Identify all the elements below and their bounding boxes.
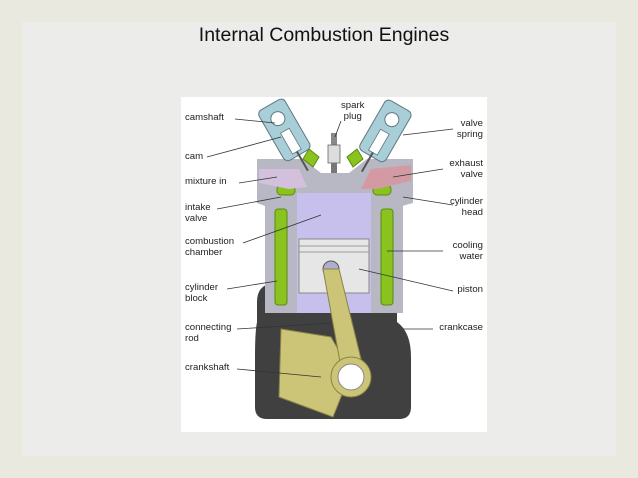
label-valve-spring: valve spring [456, 118, 483, 140]
connecting-rod-shape [322, 268, 362, 368]
cooling-arc-left [302, 148, 320, 168]
intake-port [259, 169, 307, 189]
label-crankcase: crankcase [439, 322, 483, 333]
label-piston: piston [457, 284, 483, 295]
slide-title: Internal Combustion Engines [198, 24, 450, 46]
exhaust-valve-housing [359, 99, 412, 173]
spark-plug-shape [327, 133, 341, 173]
label-cylinder-head: cylinder head [449, 196, 483, 218]
label-combustion-chamber: combustion chamber [185, 236, 235, 258]
label-mixture-in: mixture in [185, 176, 227, 187]
intake-valve-housing [258, 98, 311, 172]
engine-diagram: camshaft spark plug valve spring cam exh… [181, 97, 487, 432]
cooling-jacket-left [274, 208, 288, 306]
label-crankshaft: crankshaft [185, 362, 230, 373]
engine-drawing [206, 98, 454, 419]
label-camshaft: camshaft [185, 112, 224, 123]
exhaust-port [361, 165, 411, 189]
cooling-jacket-right [380, 208, 394, 306]
leader-lines [206, 118, 454, 378]
label-exhaust-valve: exhaust valve [449, 158, 483, 180]
label-connecting-rod: connecting rod [185, 322, 232, 344]
crankpin [337, 363, 365, 391]
label-cylinder-block: cylinder block [185, 282, 219, 304]
label-cooling-water: cooling water [452, 240, 483, 262]
label-spark-plug: spark plug [341, 100, 365, 122]
cooling-arc-right [346, 148, 364, 168]
label-cam: cam [185, 151, 204, 162]
label-intake-valve: intake valve [185, 202, 211, 224]
